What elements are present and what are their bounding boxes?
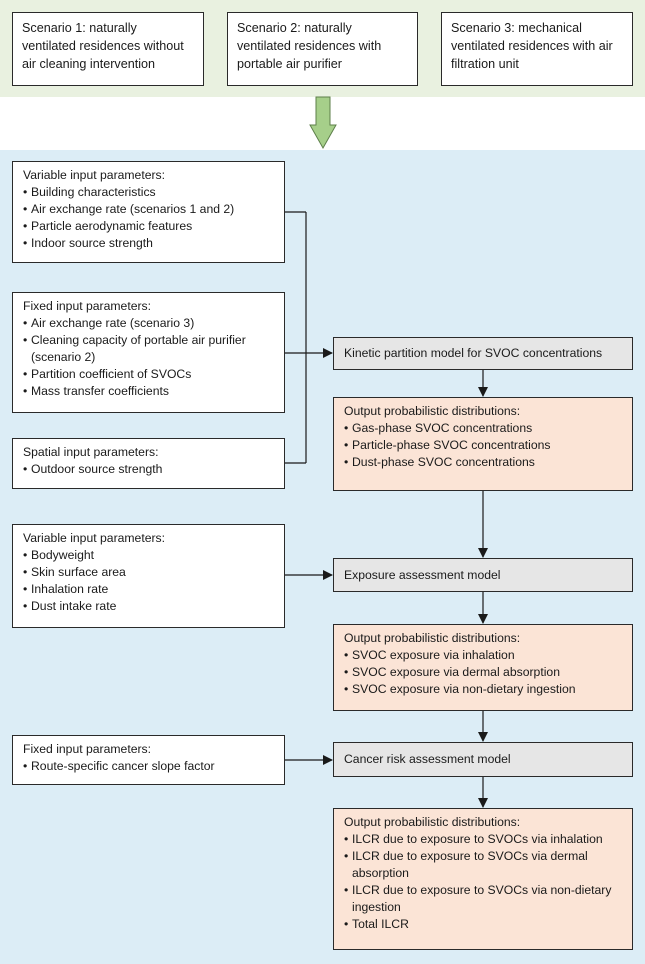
list-item: Indoor source strength (23, 235, 276, 252)
list-item: Gas-phase SVOC concentrations (344, 420, 624, 437)
list-item: Cleaning capacity of portable air purifi… (23, 332, 276, 366)
cancer-model-box: Cancer risk assessment model (333, 742, 633, 777)
list-item: Route-specific cancer slope factor (23, 758, 276, 775)
risk-output-list: ILCR due to exposure to SVOCs via inhala… (344, 831, 624, 933)
list-item: Dust intake rate (23, 598, 276, 615)
exposure-output-box: Output probabilistic distributions: SVOC… (333, 624, 633, 711)
scenario-2-text: Scenario 2: naturally ventilated residen… (237, 21, 382, 71)
exposure-model-label: Exposure assessment model (344, 567, 501, 582)
fixed-building-list: Air exchange rate (scenario 3) Cleaning … (23, 315, 276, 400)
list-item: Particle-phase SVOC concentrations (344, 437, 624, 454)
fixed-cancer-title: Fixed input parameters: (23, 742, 152, 756)
spatial-list: Outdoor source strength (23, 461, 276, 478)
list-item: Building characteristics (23, 184, 276, 201)
risk-output-title: Output probabilistic distributions: (344, 815, 521, 829)
risk-output-box: Output probabilistic distributions: ILCR… (333, 808, 633, 950)
concentration-output-box: Output probabilistic distributions: Gas-… (333, 397, 633, 491)
variable-building-list: Building characteristics Air exchange ra… (23, 184, 276, 252)
list-item: Total ILCR (344, 916, 624, 933)
scenario-3-text: Scenario 3: mechanical ventilated reside… (451, 21, 613, 71)
list-item: Outdoor source strength (23, 461, 276, 478)
variable-exposure-params-box: Variable input parameters: Bodyweight Sk… (12, 524, 285, 628)
scenario-2-box: Scenario 2: naturally ventilated residen… (227, 12, 418, 86)
scenario-3-box: Scenario 3: mechanical ventilated reside… (441, 12, 633, 86)
list-item: Particle aerodynamic features (23, 218, 276, 235)
variable-building-title: Variable input parameters: (23, 168, 166, 182)
list-item: Inhalation rate (23, 581, 276, 598)
kinetic-model-label: Kinetic partition model for SVOC concent… (344, 346, 603, 360)
fixed-building-params-box: Fixed input parameters: Air exchange rat… (12, 292, 285, 413)
list-item: Partition coefficient of SVOCs (23, 366, 276, 383)
list-item: Bodyweight (23, 547, 276, 564)
list-item: SVOC exposure via inhalation (344, 647, 624, 664)
scenario-down-arrow (309, 96, 337, 150)
spatial-params-box: Spatial input parameters: Outdoor source… (12, 438, 285, 489)
list-item: Dust-phase SVOC concentrations (344, 454, 624, 471)
list-item: ILCR due to exposure to SVOCs via inhala… (344, 831, 624, 848)
spatial-title: Spatial input parameters: (23, 445, 159, 459)
fixed-building-title: Fixed input parameters: (23, 299, 152, 313)
kinetic-model-box: Kinetic partition model for SVOC concent… (333, 337, 633, 370)
list-item: Air exchange rate (scenario 3) (23, 315, 276, 332)
list-item: Air exchange rate (scenarios 1 and 2) (23, 201, 276, 218)
list-item: Skin surface area (23, 564, 276, 581)
variable-building-params-box: Variable input parameters: Building char… (12, 161, 285, 263)
scenario-1-text: Scenario 1: naturally ventilated residen… (22, 21, 184, 71)
concentration-output-list: Gas-phase SVOC concentrations Particle-p… (344, 420, 624, 471)
variable-exposure-title: Variable input parameters: (23, 531, 166, 545)
list-item: ILCR due to exposure to SVOCs via dermal… (344, 848, 624, 882)
cancer-model-label: Cancer risk assessment model (344, 752, 511, 766)
list-item: SVOC exposure via dermal absorption (344, 664, 624, 681)
exposure-model-box: Exposure assessment model (333, 558, 633, 592)
list-item: Mass transfer coefficients (23, 383, 276, 400)
fixed-cancer-params-box: Fixed input parameters: Route-specific c… (12, 735, 285, 785)
exposure-output-title: Output probabilistic distributions: (344, 631, 521, 645)
list-item: ILCR due to exposure to SVOCs via non-di… (344, 882, 624, 916)
variable-exposure-list: Bodyweight Skin surface area Inhalation … (23, 547, 276, 615)
concentration-output-title: Output probabilistic distributions: (344, 404, 521, 418)
exposure-output-list: SVOC exposure via inhalation SVOC exposu… (344, 647, 624, 698)
scenario-1-box: Scenario 1: naturally ventilated residen… (12, 12, 204, 86)
list-item: SVOC exposure via non-dietary ingestion (344, 681, 624, 698)
fixed-cancer-list: Route-specific cancer slope factor (23, 758, 276, 775)
